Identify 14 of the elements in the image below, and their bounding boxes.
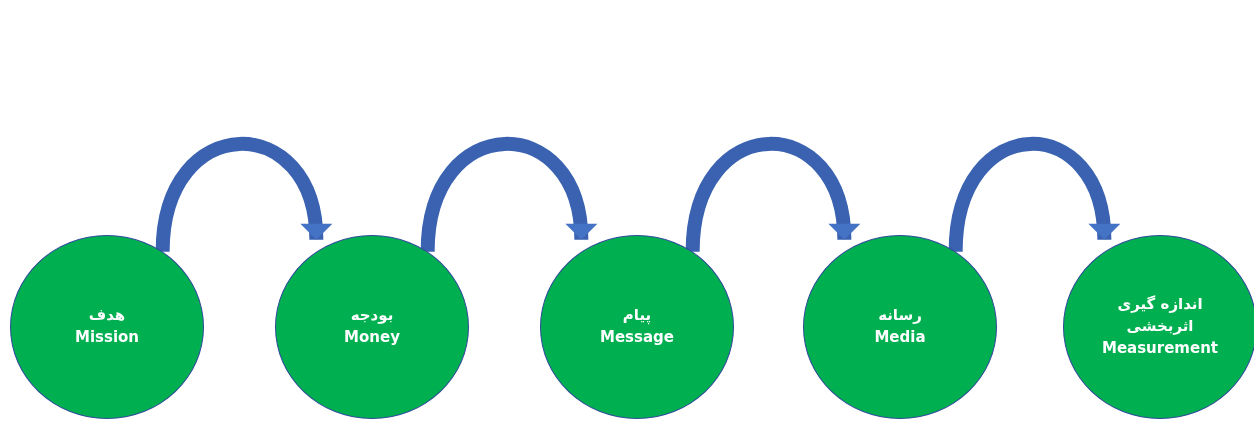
persian-label: رسانه bbox=[878, 305, 922, 327]
english-label: Message bbox=[600, 327, 674, 348]
curved-arrow bbox=[420, 136, 596, 253]
curved-arrow bbox=[685, 136, 859, 253]
curved-arrow bbox=[155, 136, 331, 253]
persian-label: بودجه bbox=[350, 305, 394, 327]
english-label: Money bbox=[344, 327, 400, 348]
persian-label: هدف bbox=[88, 305, 126, 327]
english-label: Measurement bbox=[1101, 337, 1219, 359]
curved-arrow bbox=[948, 137, 1119, 253]
persian-label: اندازه گیری اثربخشی bbox=[1116, 294, 1204, 338]
english-label: Mission bbox=[74, 327, 140, 348]
persian-label: پیام bbox=[622, 305, 652, 327]
english-label: Media bbox=[874, 327, 926, 348]
